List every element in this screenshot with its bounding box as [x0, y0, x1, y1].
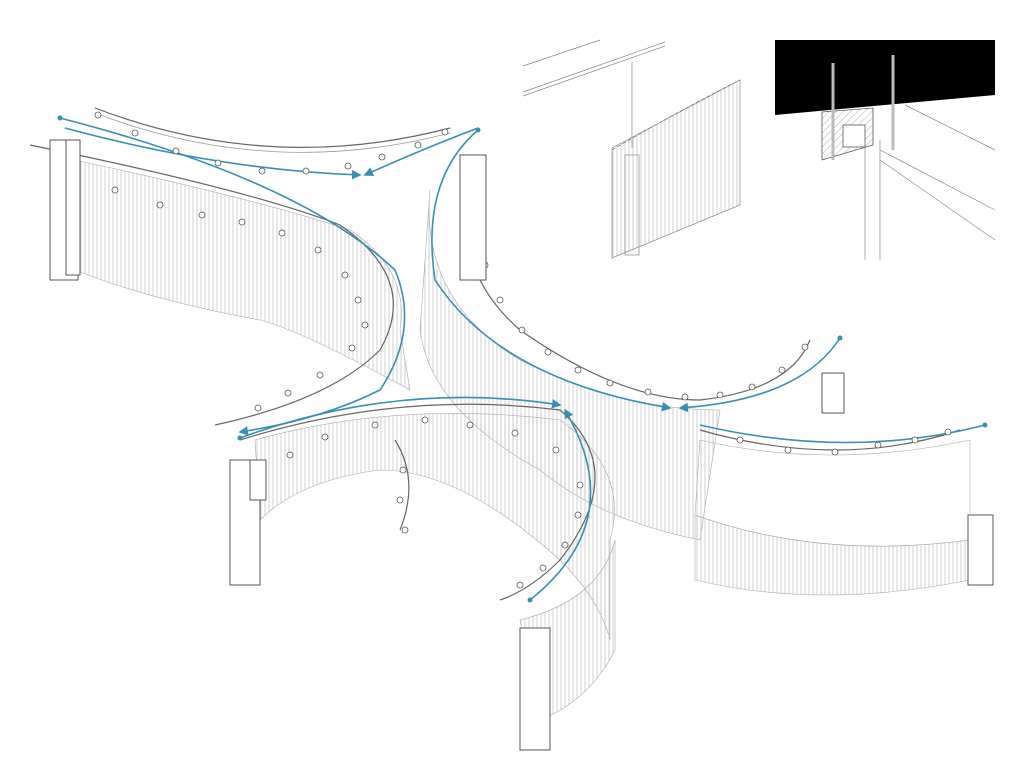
curtain-right [694, 514, 971, 596]
curtain-top-left [74, 159, 411, 391]
spotlights [94, 111, 952, 589]
detail-pleated-curtain [522, 39, 741, 259]
curtain-panels [74, 159, 971, 721]
columns [49, 139, 994, 751]
detail-track-section [775, 40, 996, 260]
